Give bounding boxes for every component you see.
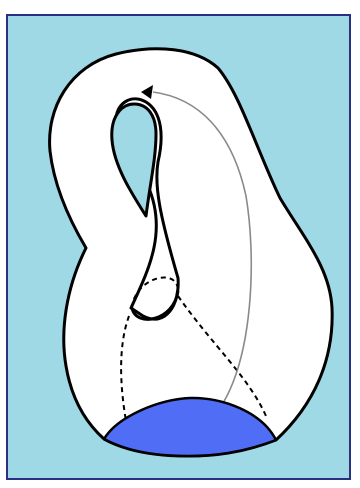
klein-bottle-diagram [8,16,349,478]
figure-frame [6,14,351,480]
